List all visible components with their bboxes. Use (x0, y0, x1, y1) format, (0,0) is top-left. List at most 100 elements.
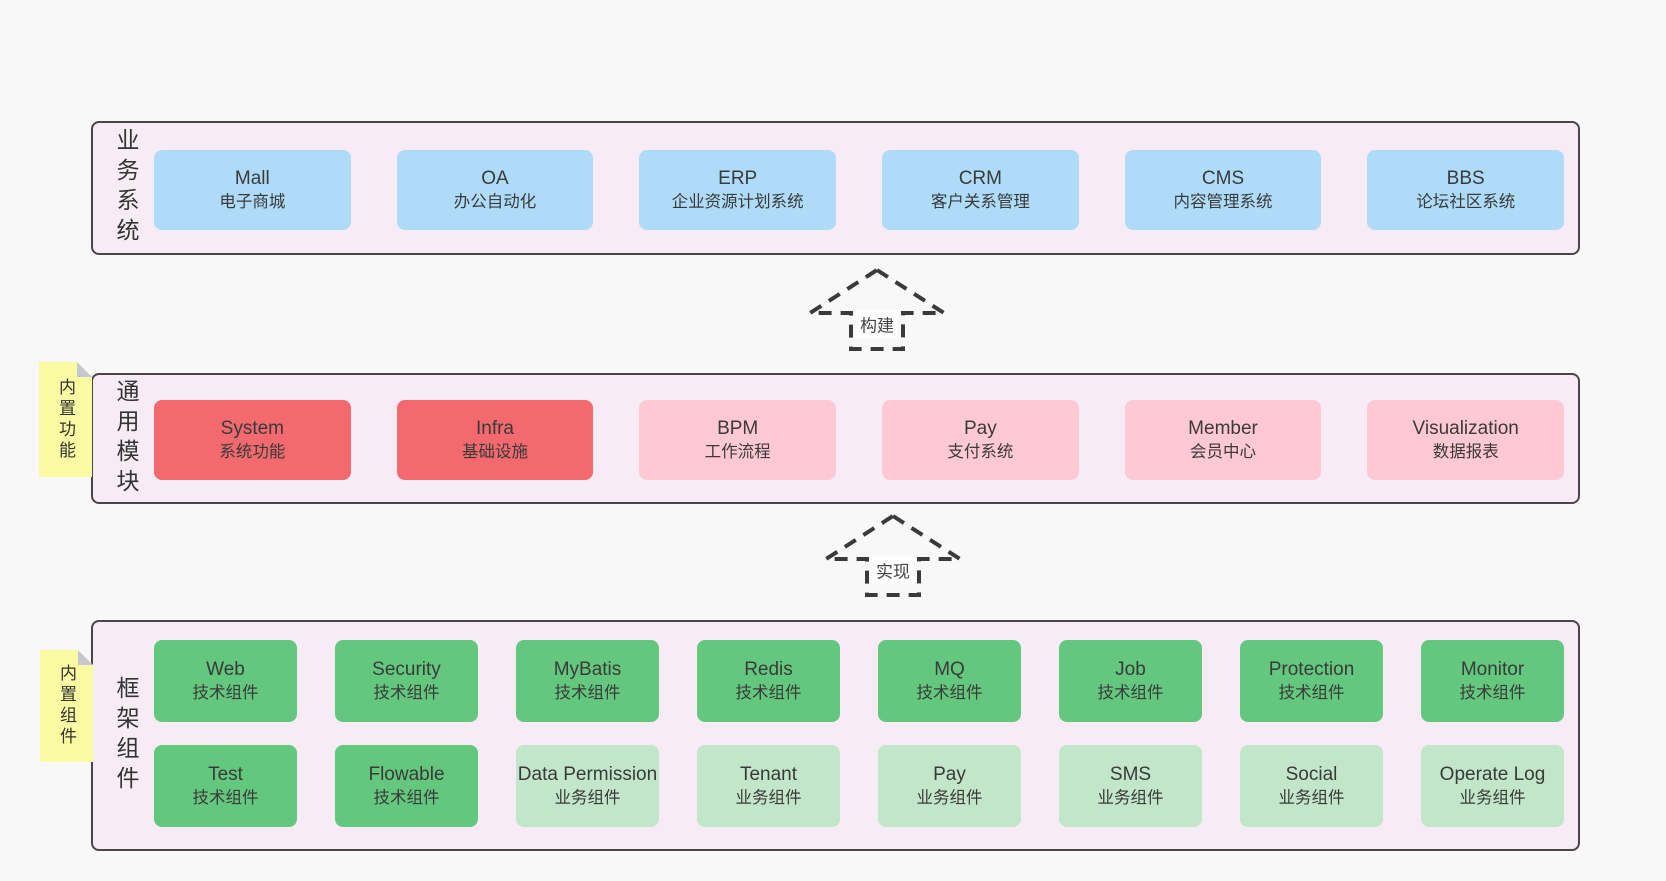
box-mybatis: MyBatis 技术组件 (516, 640, 659, 722)
box-monitor-desc: 技术组件 (1459, 683, 1526, 702)
box-oa-desc: 办公自动化 (453, 192, 537, 211)
box-oa: OA 办公自动化 (396, 150, 594, 230)
box-redis-name: Redis (744, 659, 793, 681)
box-monitor: Monitor 技术组件 (1421, 640, 1564, 722)
box-data-permission-name: Data Permission (517, 764, 658, 786)
box-member: Member 会员中心 (1124, 400, 1322, 480)
box-system: System 系统功能 (154, 400, 351, 480)
box-member-name: Member (1188, 418, 1258, 440)
box-operate-log: Operate Log 业务组件 (1421, 745, 1564, 827)
box-erp: ERP 企业资源计划系统 (639, 150, 837, 230)
box-test-desc: 技术组件 (192, 788, 259, 807)
box-bpm-desc: 工作流程 (704, 442, 771, 461)
box-crm: CRM 客户关系管理 (882, 150, 1079, 230)
box-mybatis-name: MyBatis (553, 659, 622, 681)
box-cms-name: CMS (1201, 168, 1245, 190)
box-flowable: Flowable 技术组件 (335, 745, 478, 827)
box-pay-module-name: Pay (963, 418, 997, 440)
band-1-row: Mall 电子商城 OA 办公自动化 ERP 企业资源计划系统 CRM 客户关系… (154, 150, 1565, 230)
sticky-note-built-in-components: 内置组件 (40, 650, 93, 762)
box-sms: SMS 业务组件 (1059, 745, 1202, 827)
box-test-name: Test (208, 764, 243, 786)
box-sms-name: SMS (1109, 764, 1152, 786)
arrow-build: 构建 (806, 260, 948, 352)
box-mall: Mall 电子商城 (154, 150, 351, 230)
box-redis: Redis 技术组件 (697, 640, 840, 722)
box-web-desc: 技术组件 (192, 683, 259, 702)
box-pay-component-desc: 业务组件 (916, 788, 983, 807)
box-pay-component: Pay 业务组件 (878, 745, 1021, 827)
band-framework-components: 框架组件 Web 技术组件 Security 技术组件 MyBatis 技术组件… (91, 620, 1580, 851)
box-web-name: Web (206, 659, 245, 681)
box-monitor-name: Monitor (1460, 659, 1525, 681)
box-data-permission: Data Permission 业务组件 (516, 745, 659, 827)
box-bpm: BPM 工作流程 (639, 400, 837, 480)
arrow-up-dashed-icon (822, 513, 964, 597)
arrow-implement-label: 实现 (872, 555, 914, 585)
box-bbs: BBS 论坛社区系统 (1367, 150, 1565, 230)
box-pay-module: Pay 支付系统 (882, 400, 1079, 480)
box-pay-component-name: Pay (933, 764, 966, 786)
box-tenant: Tenant 业务组件 (697, 745, 840, 827)
box-system-desc: 系统功能 (219, 442, 286, 461)
box-infra: Infra 基础设施 (396, 400, 594, 480)
box-protection-name: Protection (1268, 659, 1355, 681)
box-security-name: Security (372, 659, 441, 681)
box-protection: Protection 技术组件 (1240, 640, 1383, 722)
box-bpm-name: BPM (717, 418, 759, 440)
box-bbs-desc: 论坛社区系统 (1416, 192, 1516, 211)
box-tenant-desc: 业务组件 (735, 788, 802, 807)
box-bbs-name: BBS (1446, 168, 1485, 190)
box-sms-desc: 业务组件 (1097, 788, 1164, 807)
arrow-implement: 实现 (822, 506, 964, 598)
box-visualization-name: Visualization (1412, 418, 1519, 440)
band-2-row: System 系统功能 Infra 基础设施 BPM 工作流程 Pay 支付系统… (154, 400, 1565, 480)
box-security-desc: 技术组件 (373, 683, 440, 702)
box-mall-name: Mall (234, 168, 270, 190)
box-redis-desc: 技术组件 (735, 683, 802, 702)
box-job: Job 技术组件 (1059, 640, 1202, 722)
box-cms: CMS 内容管理系统 (1124, 150, 1322, 230)
box-system-name: System (220, 418, 285, 440)
box-tenant-name: Tenant (739, 764, 798, 786)
box-visualization: Visualization 数据报表 (1367, 400, 1565, 480)
box-erp-name: ERP (718, 168, 758, 190)
box-infra-name: Infra (475, 418, 515, 440)
band-3-row-2: Test 技术组件 Flowable 技术组件 Data Permission … (154, 745, 1564, 827)
arrow-build-label: 构建 (856, 309, 898, 339)
box-operate-log-name: Operate Log (1439, 764, 1546, 786)
box-visualization-desc: 数据报表 (1432, 442, 1499, 461)
box-oa-name: OA (481, 168, 509, 190)
box-pay-module-desc: 支付系统 (947, 442, 1014, 461)
box-mybatis-desc: 技术组件 (554, 683, 621, 702)
box-infra-desc: 基础设施 (462, 442, 528, 461)
band-3-rows: Web 技术组件 Security 技术组件 MyBatis 技术组件 Redi… (154, 640, 1564, 827)
band-label-framework-components: 框架组件 (113, 675, 139, 796)
band-business-systems: 业务系统 Mall 电子商城 OA 办公自动化 ERP 企业资源计划系统 CRM… (91, 121, 1580, 255)
band-label-business-systems: 业务系统 (113, 128, 139, 248)
box-flowable-desc: 技术组件 (373, 788, 440, 807)
box-test: Test 技术组件 (154, 745, 297, 827)
box-protection-desc: 技术组件 (1278, 683, 1345, 702)
box-flowable-name: Flowable (368, 764, 445, 786)
box-job-name: Job (1115, 659, 1146, 681)
box-member-desc: 会员中心 (1190, 442, 1257, 461)
box-operate-log-desc: 业务组件 (1459, 788, 1526, 807)
box-job-desc: 技术组件 (1097, 683, 1164, 702)
band-common-modules: 通用模块 System 系统功能 Infra 基础设施 BPM 工作流程 Pay… (91, 373, 1580, 504)
box-social-name: Social (1285, 764, 1338, 786)
box-social-desc: 业务组件 (1278, 788, 1345, 807)
band-2-rows: System 系统功能 Infra 基础设施 BPM 工作流程 Pay 支付系统… (154, 400, 1565, 480)
box-mq-name: MQ (934, 659, 965, 681)
box-erp-desc: 企业资源计划系统 (671, 192, 804, 211)
sticky-note-built-in-features: 内置功能 (39, 362, 92, 477)
box-mq: MQ 技术组件 (878, 640, 1021, 722)
band-label-common-modules: 通用模块 (113, 378, 139, 499)
box-crm-desc: 客户关系管理 (930, 192, 1030, 211)
arrow-up-dashed-icon (806, 267, 948, 351)
box-security: Security 技术组件 (335, 640, 478, 722)
box-social: Social 业务组件 (1240, 745, 1383, 827)
band-1-rows: Mall 电子商城 OA 办公自动化 ERP 企业资源计划系统 CRM 客户关系… (154, 150, 1565, 230)
box-web: Web 技术组件 (154, 640, 297, 722)
box-crm-name: CRM (958, 168, 1002, 190)
